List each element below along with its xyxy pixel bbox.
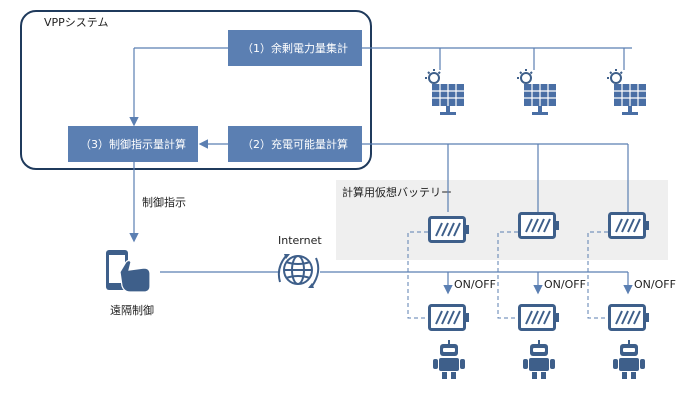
battery-icon — [518, 304, 559, 331]
battery-icon — [428, 216, 469, 243]
battery-icon — [608, 304, 649, 331]
vpp-system-frame — [20, 10, 372, 170]
vpp-system-title: VPPシステム — [44, 16, 109, 29]
battery-icon — [518, 212, 559, 239]
robot-icon — [523, 340, 555, 379]
charge-capacity-box: （2）充電可能量計算 — [228, 126, 362, 162]
solar-panel-icon — [425, 69, 464, 115]
battery-icon — [608, 212, 649, 239]
remote-control-label: 遠隔制御 — [110, 304, 154, 317]
robot-icon — [433, 340, 465, 379]
on-off-label: ON/OFF — [454, 278, 496, 291]
smartphone-hand-icon — [106, 250, 151, 293]
internet-label: Internet — [278, 234, 322, 247]
surplus-power-box: （1）余剰電力量集計 — [228, 30, 362, 66]
solar-panel-icon — [517, 69, 556, 115]
globe-icon — [277, 254, 320, 288]
robot-icon — [613, 340, 645, 379]
control-amount-box: （3）制御指示量計算 — [68, 126, 198, 162]
battery-icon — [428, 304, 469, 331]
on-off-label: ON/OFF — [634, 278, 676, 291]
solar-panel-icon — [607, 69, 646, 115]
control-instruction-label: 制御指示 — [142, 196, 186, 209]
on-off-label: ON/OFF — [544, 278, 586, 291]
virtual-battery-label: 計算用仮想バッテリー — [342, 186, 452, 199]
